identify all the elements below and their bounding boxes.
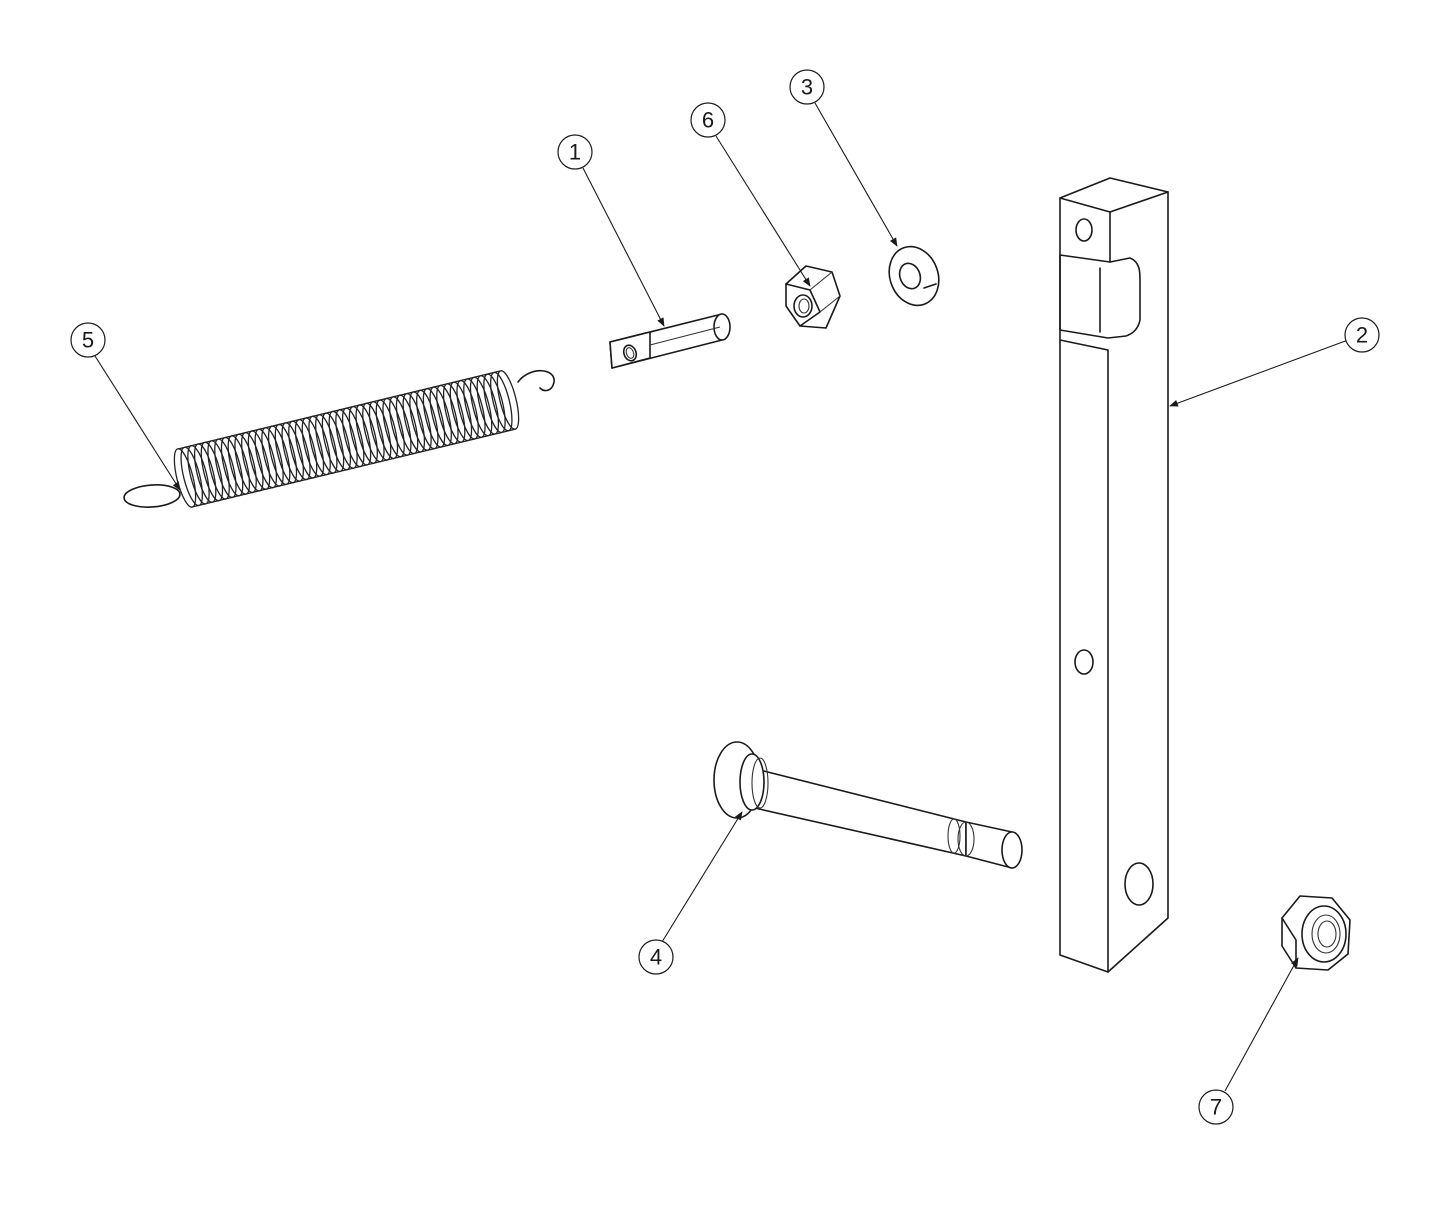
spring-coil (341, 407, 365, 468)
spring-coil (436, 384, 459, 445)
spring-outline-bottom (191, 428, 517, 508)
spring-coil (220, 436, 244, 497)
spring-coil (442, 383, 466, 443)
leader-line-7 (1224, 957, 1299, 1092)
leader-line-3 (814, 102, 898, 247)
leader-lines (94, 102, 1349, 1092)
balloon-7: 7 (1198, 1089, 1234, 1125)
leader-line-2 (1169, 339, 1349, 407)
spring-coil (395, 394, 419, 455)
spring-coil (200, 441, 224, 502)
balloon-1-label: 1 (569, 140, 581, 165)
spring-hook-right (517, 369, 555, 392)
spring-coil (173, 448, 197, 508)
balloon-2: 2 (1344, 317, 1380, 353)
lock-washer (888, 245, 940, 307)
spring-coil (335, 409, 358, 469)
spring-coil (301, 417, 325, 477)
slotted-bar (1059, 177, 1169, 973)
spring-coil (193, 443, 217, 503)
spring-coil (389, 396, 412, 456)
leader-line-4 (661, 811, 743, 943)
item-balloons: 1 2 3 4 5 6 7 (70, 69, 1380, 1125)
spring-coil (288, 420, 311, 481)
spring-coil (355, 404, 378, 464)
spring-coil (449, 381, 473, 442)
spring-hook-left (123, 484, 181, 508)
spring-coil (362, 402, 385, 463)
spring-coil (187, 444, 210, 505)
spring-coil (281, 422, 304, 482)
spring-coil (180, 446, 203, 507)
spring-coil (207, 440, 230, 500)
spring-coil (456, 379, 479, 440)
shoulder-pin (713, 741, 1023, 869)
spring-coil (469, 376, 493, 437)
spring-coil (476, 375, 500, 435)
spring-coil (496, 370, 520, 430)
spring-coil (274, 423, 298, 484)
spring-coil (402, 392, 426, 453)
balloon-5-label: 5 (82, 328, 94, 353)
spring-coil (227, 435, 251, 495)
spring-coil (214, 438, 237, 499)
balloon-7-label: 7 (1210, 1095, 1222, 1120)
balloon-4: 4 (638, 939, 674, 975)
slotted-pin (609, 313, 731, 369)
spring-coil (368, 401, 392, 461)
spring-coil (490, 371, 513, 432)
extension-spring (123, 369, 555, 508)
leader-line-6 (715, 135, 811, 287)
spring-coils (173, 370, 520, 508)
spring-coil (321, 412, 345, 473)
spring-coil (261, 427, 284, 487)
leader-line-5 (94, 355, 181, 491)
spring-coil (409, 391, 432, 451)
spring-coil (234, 433, 257, 494)
spring-coil (241, 431, 264, 492)
balloon-2-label: 2 (1356, 323, 1368, 348)
spring-coil (463, 378, 486, 438)
spring-outline-top (177, 370, 501, 450)
balloon-3-label: 3 (801, 75, 813, 100)
spring-coil (328, 410, 352, 471)
leader-line-1 (582, 167, 665, 327)
balloon-6: 6 (690, 102, 726, 138)
balloon-6-label: 6 (702, 108, 714, 133)
spring-coil (382, 397, 405, 458)
spring-coil (416, 389, 439, 450)
lock-nut (1281, 895, 1351, 971)
spring-coil (348, 405, 372, 466)
spring-coil (254, 428, 278, 489)
balloon-3: 3 (789, 69, 825, 105)
balloon-4-label: 4 (650, 945, 662, 970)
balloon-5: 5 (70, 322, 106, 358)
spring-coil (247, 430, 271, 490)
spring-coil (375, 399, 399, 460)
spring-coil (483, 373, 506, 434)
spring-coil (429, 386, 452, 447)
spring-coil (315, 414, 338, 474)
spring-coil (422, 388, 446, 448)
spring-coil (267, 425, 291, 486)
spring-coil (308, 415, 331, 476)
balloon-1: 1 (557, 134, 593, 170)
hex-nut (785, 265, 841, 329)
spring-coil (294, 418, 318, 479)
